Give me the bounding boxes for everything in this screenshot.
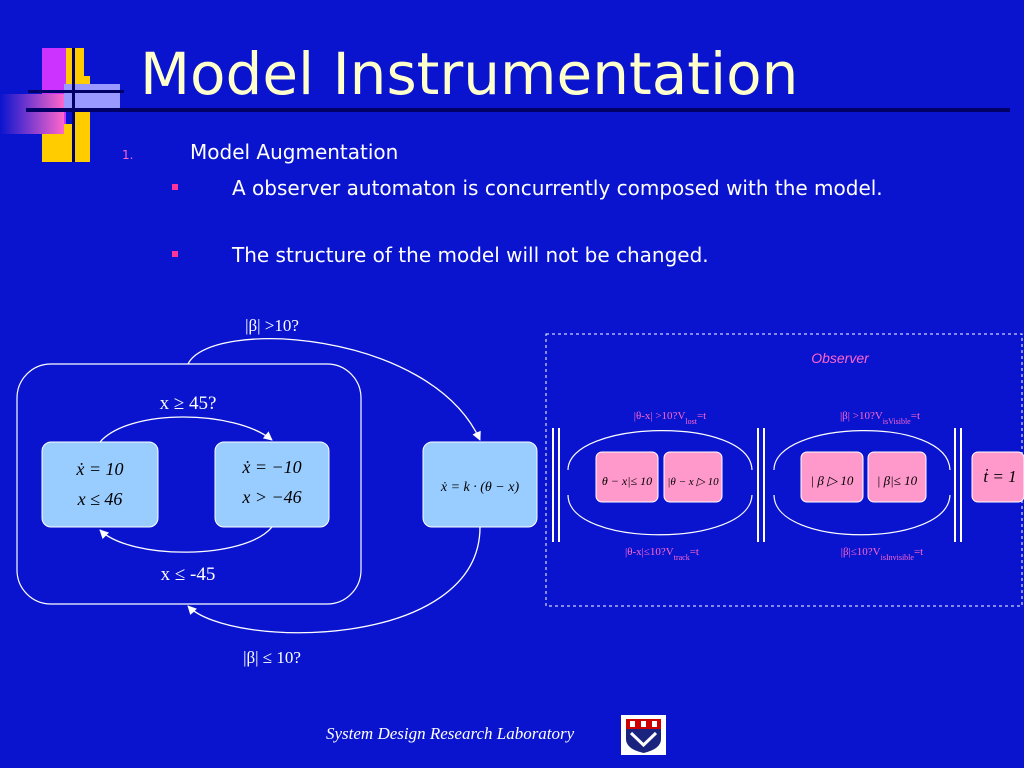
penn-shield-logo: [621, 715, 666, 755]
transition-to-increase: [99, 526, 273, 553]
bullet-marker: [172, 251, 178, 257]
transition-to-tracking: [187, 338, 481, 441]
bullet-text: A observer automaton is concurrently com…: [232, 176, 883, 200]
observer1-bottom-label: |θ-x|≤10?Vtrack=t: [625, 546, 699, 562]
bullet-marker: [172, 184, 178, 190]
slide-title: Model Instrumentation: [140, 40, 799, 108]
state-decrease-line1: ẋ = −10: [241, 457, 301, 477]
observer2-state-visible-label: | β ▷ 10: [811, 473, 854, 488]
footer-lab-name: System Design Research Laboratory: [326, 724, 575, 743]
observer-label: Observer: [811, 350, 870, 366]
clock-state-label: ṫ = 1: [983, 467, 1016, 486]
parallel-composition-3: [954, 428, 962, 542]
state-decrease-line2: x > −46: [241, 487, 301, 507]
observer1-state-lost: [663, 451, 723, 503]
state-increase: [41, 441, 159, 528]
observer1-loop-top: [567, 430, 753, 471]
parallel-composition-2: [757, 428, 765, 542]
observer2-top-label: |β| >10?VisVisible=t: [840, 410, 920, 426]
state-increase-line1: ẋ = 10: [75, 459, 123, 479]
model-automaton-box: [16, 363, 362, 605]
observer1-top-label: |θ-x| >10?Vlost=t: [634, 410, 706, 426]
observer2-state-invisible: [867, 451, 927, 503]
observer2-bottom-label: |β|≤10?VisInvisible=t: [841, 546, 923, 562]
transition-to-model: [187, 526, 481, 634]
guard-top: x ≥ 45?: [160, 393, 217, 414]
state-increase-line2: x ≤ 46: [77, 489, 123, 509]
observer1-state-track-label: θ − x|≤ 10: [602, 474, 652, 488]
observer1-state-track: [595, 451, 659, 503]
observer2-loop-bottom: [773, 494, 951, 536]
list-item-text: Model Augmentation: [190, 140, 399, 164]
state-tracking-label: ẋ = k · (θ − x): [440, 480, 520, 495]
observer1-loop-bottom: [567, 494, 753, 536]
edge-top-label: |β| >10?: [245, 316, 299, 335]
observer2-state-visible: [800, 451, 864, 503]
edge-bottom-label: |β| ≤ 10?: [243, 648, 301, 667]
observer2-state-invisible-label: | β|≤ 10: [877, 473, 918, 488]
observer1-state-lost-label: |θ − x ▷ 10: [667, 476, 719, 488]
guard-bottom: x ≤ -45: [161, 564, 216, 585]
parallel-composition-1: [552, 428, 560, 542]
clock-state: [971, 451, 1024, 503]
list-number: 1.: [122, 148, 134, 162]
title-rule: [26, 108, 1010, 112]
bullet-text: The structure of the model will not be c…: [232, 243, 709, 267]
state-decrease: [214, 441, 330, 528]
transition-to-decrease: [99, 416, 273, 443]
observer2-loop-top: [773, 430, 951, 471]
